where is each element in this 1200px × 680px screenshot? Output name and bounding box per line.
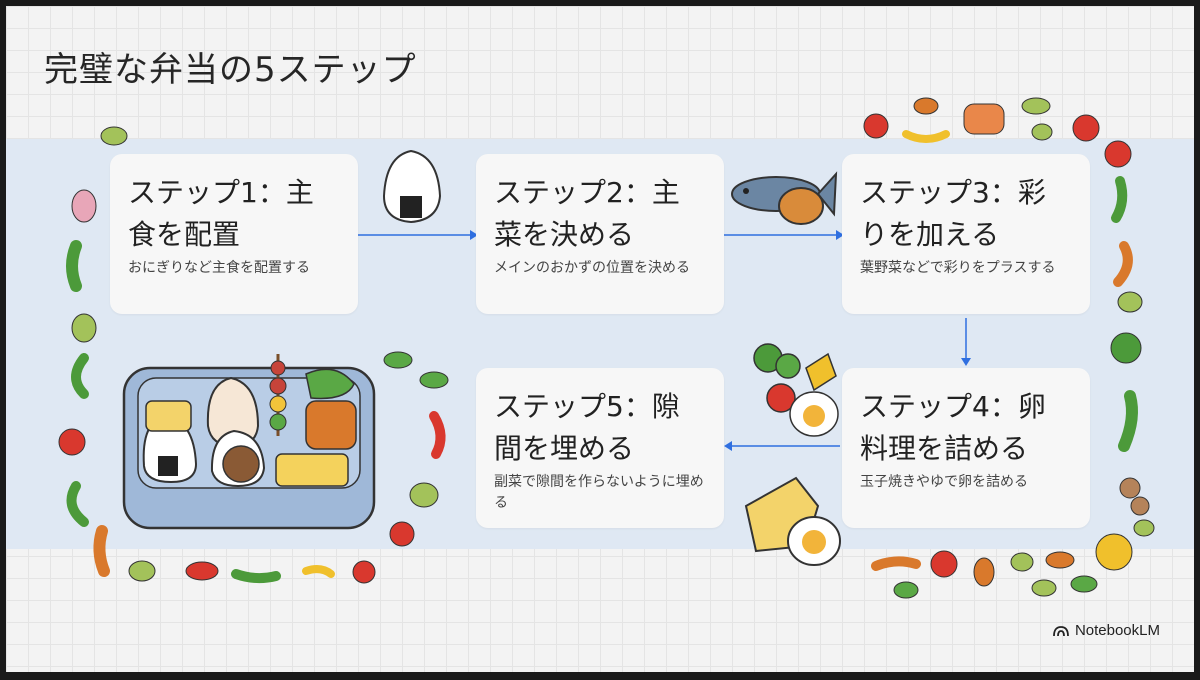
step-title: ステップ4：卵料理を詰める [860,390,1046,465]
step-description: 玉子焼きやゆで卵を詰める [860,474,1028,490]
brand-label: NotebookLM [1074,622,1160,639]
step-description: メインのおかずの位置を決める [494,260,690,276]
step-card-1: ステップ1：主食を配置 おにぎりなど主食を配置する [110,154,358,314]
step-description: 副菜で隙間を作らないように埋める [494,474,704,511]
step-card-5: ステップ5：隙間を埋める 副菜で隙間を作らないように埋める [476,368,724,528]
step-description: 葉野菜などで彩りをプラスする [860,260,1056,276]
tamagoyaki-icon [744,476,841,566]
step-card-3: ステップ3：彩りを加える 葉野菜などで彩りをプラスする [842,154,1090,314]
step-card-2: ステップ2：主菜を決める メインのおかずの位置を決める [476,154,724,314]
decorative-vegetable-border [58,97,1155,599]
step-title: ステップ5：隙間を埋める [494,390,680,465]
notebooklm-logo-icon [1053,625,1069,636]
vegetables-icon [753,343,839,437]
bento-box-icon [122,354,376,530]
flow-arrows [358,230,971,451]
slide: 完璧な弁当の5ステップ [6,6,1194,672]
step-title: ステップ2：主菜を決める [494,176,680,251]
step-card-4: ステップ4：卵料理を詰める 玉子焼きやゆで卵を詰める [842,368,1090,528]
onigiri-icon [382,149,442,224]
step-title: ステップ3：彩りを加える [860,176,1046,251]
slide-title: 完璧な弁当の5ステップ [44,50,417,90]
notebooklm-brand: NotebookLM [1053,622,1160,639]
fish-icon [731,171,838,225]
food-illustrations [58,97,1155,599]
step-title: ステップ1：主食を配置 [128,176,314,251]
step-description: おにぎりなど主食を配置する [128,260,310,276]
